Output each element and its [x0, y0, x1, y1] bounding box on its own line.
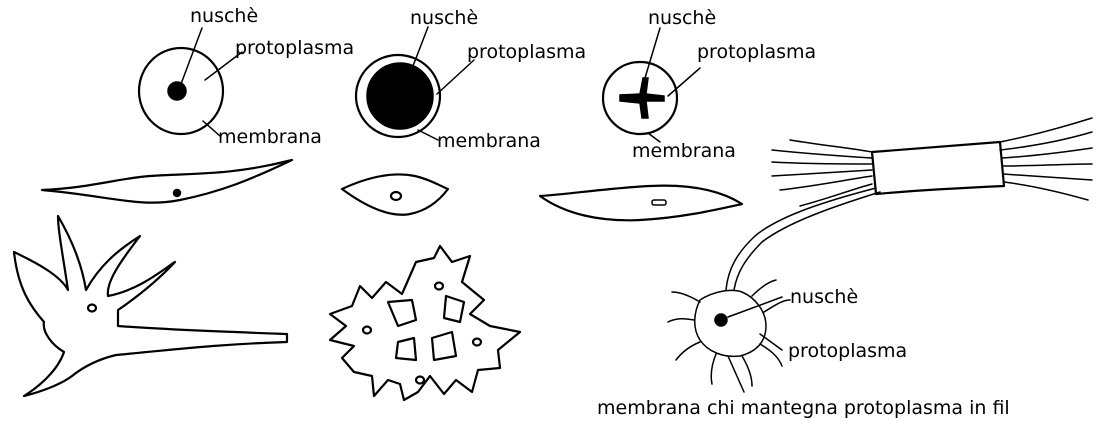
cell-1-nucleus [168, 82, 186, 100]
cell-3-cross-nucleus: nuschè protoplasma membrana [603, 7, 816, 162]
cell-1-membrane-label: membrana [218, 126, 322, 148]
cell-1-round: nuschè protoplasma membrana [139, 5, 354, 148]
cell-2-dark-nucleus: nuschè protoplasma membrana [356, 7, 586, 152]
cell-2-nucleus [367, 63, 433, 129]
curved-cell [540, 186, 742, 221]
cell-3-protoplasm-label: protoplasma [697, 41, 816, 63]
nerve-fibre-bundle [726, 118, 1092, 290]
cell-2-membrane-leader [418, 130, 438, 140]
cell-2-protoplasm-leader [437, 60, 474, 94]
nerve-cell-protoplasm-leader [760, 334, 782, 350]
star-cell-cluster [330, 246, 520, 400]
nerve-cell-protoplasm-label: protoplasma [788, 340, 907, 362]
cell-2-nucleus-label: nuschè [410, 7, 478, 29]
cell-1-nucleus-label: nuschè [190, 5, 258, 27]
cell-2-protoplasm-label: protoplasma [467, 41, 586, 63]
cell-3-nucleus [620, 78, 664, 118]
nerve-cell-caption-leader [728, 356, 744, 392]
nerve-cell-nucleus [715, 314, 727, 326]
nerve-cell: nuschè protoplasma membrana chi mantegna… [597, 280, 1010, 419]
cell-2-membrane-label: membrana [437, 130, 541, 152]
nerve-cell-nucleus-label: nuschè [790, 286, 858, 308]
cell-1-protoplasm-label: protoplasma [235, 37, 354, 59]
cell-1-nucleus-leader [181, 28, 202, 84]
cell-3-membrane-label: membrana [632, 140, 736, 162]
spindle-cell [342, 175, 448, 215]
elongated-cell-long [42, 160, 292, 203]
cell-3-nucleus-label: nuschè [648, 7, 716, 29]
cell-3-nucleus-leader [645, 28, 660, 78]
stellate-neuron [14, 216, 287, 396]
nerve-cell-caption: membrana chi mantegna protoplasma in fil [597, 397, 1010, 419]
